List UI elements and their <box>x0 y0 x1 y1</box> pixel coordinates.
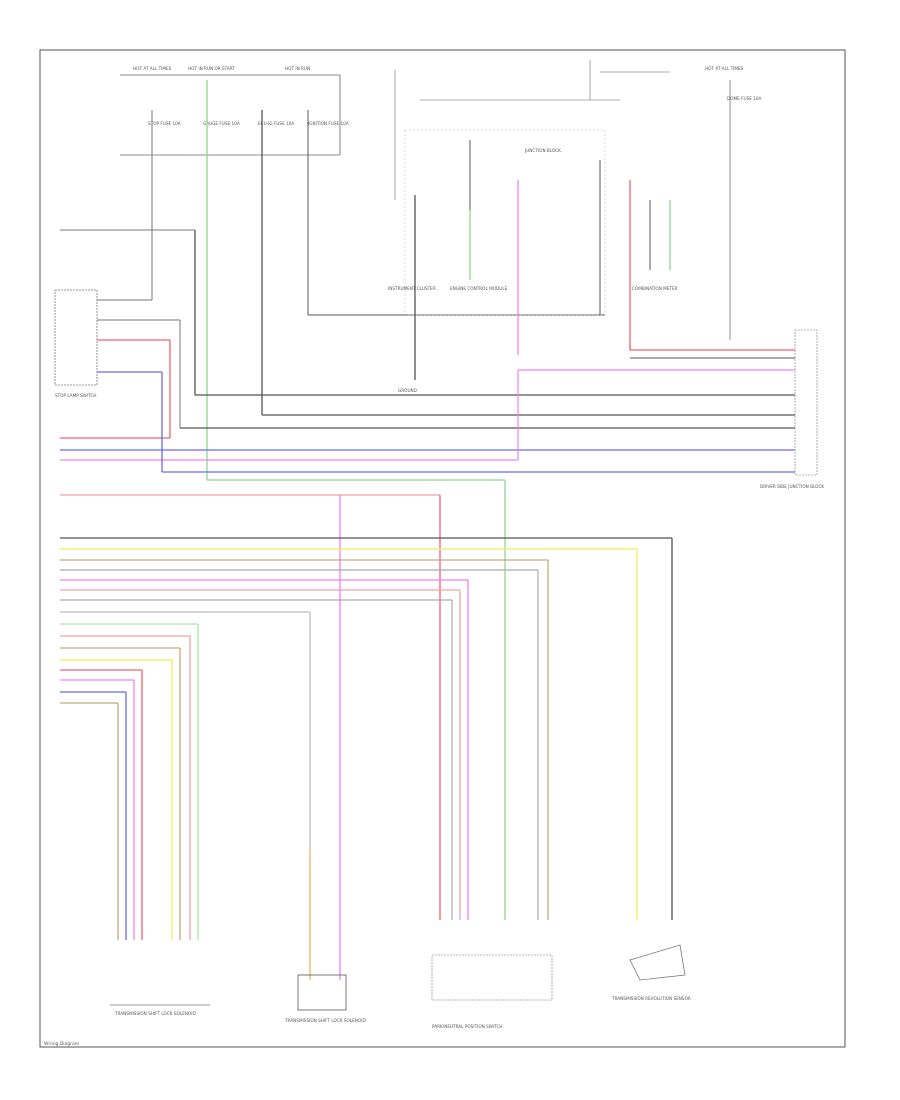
transmission-solenoid-label: TRANSMISSION SHIFT LOCK SOLENOID <box>284 1018 366 1023</box>
fuse-gauge: GAUGE FUSE 10A <box>203 121 240 126</box>
fuse-ecu: ECU-IG FUSE 10A <box>258 121 294 126</box>
driver-side-jb-label: DRIVER SIDE JUNCTION BLOCK <box>760 484 824 489</box>
engine-control-module-label: ENGINE CONTROL MODULE <box>450 286 508 291</box>
transmission-speed-sensor-label: TRANSMISSION REVOLUTION SENSOR <box>611 996 691 1001</box>
combination-meter-label: COMBINATION METER <box>632 286 678 291</box>
junction-block-label: JUNCTION BLOCK <box>524 148 561 153</box>
junction-block-box <box>404 129 606 316</box>
diagram-code: Wiring Diagram <box>44 1042 80 1047</box>
park-neutral-switch-box <box>431 954 553 1001</box>
label-hot-run-2: HOT IN RUN <box>285 66 310 71</box>
instrument-cluster-label: INSTRUMENT CLUSTER <box>388 286 436 291</box>
label-hot-all-1: HOT AT ALL TIMES <box>133 66 172 71</box>
label-hot-run-1: HOT IN RUN OR START <box>188 66 235 71</box>
diagram-frame <box>39 49 846 1048</box>
fuse-dome: DOME FUSE 10A <box>727 96 762 101</box>
fuse-ignition: IGNITION FUSE 10A <box>308 121 349 126</box>
stop-lamp-switch-label: STOP LAMP SWITCH <box>55 393 97 398</box>
ground-label: GROUND <box>398 388 417 393</box>
transmission-solenoid-label-left: TRANSMISSION SHIFT LOCK SOLENOID <box>114 1011 196 1016</box>
park-neutral-switch-label: PARK/NEUTRAL POSITION SWITCH <box>432 1024 503 1029</box>
transmission-solenoid-box <box>297 974 347 1011</box>
driver-side-jb-box <box>794 329 818 476</box>
fuse-stop: STOP FUSE 10A <box>148 121 181 126</box>
label-hot-all-2: HOT AT ALL TIMES <box>705 66 744 71</box>
stop-lamp-switch-box <box>54 289 98 386</box>
transmission-speed-sensor-shape <box>629 944 686 981</box>
